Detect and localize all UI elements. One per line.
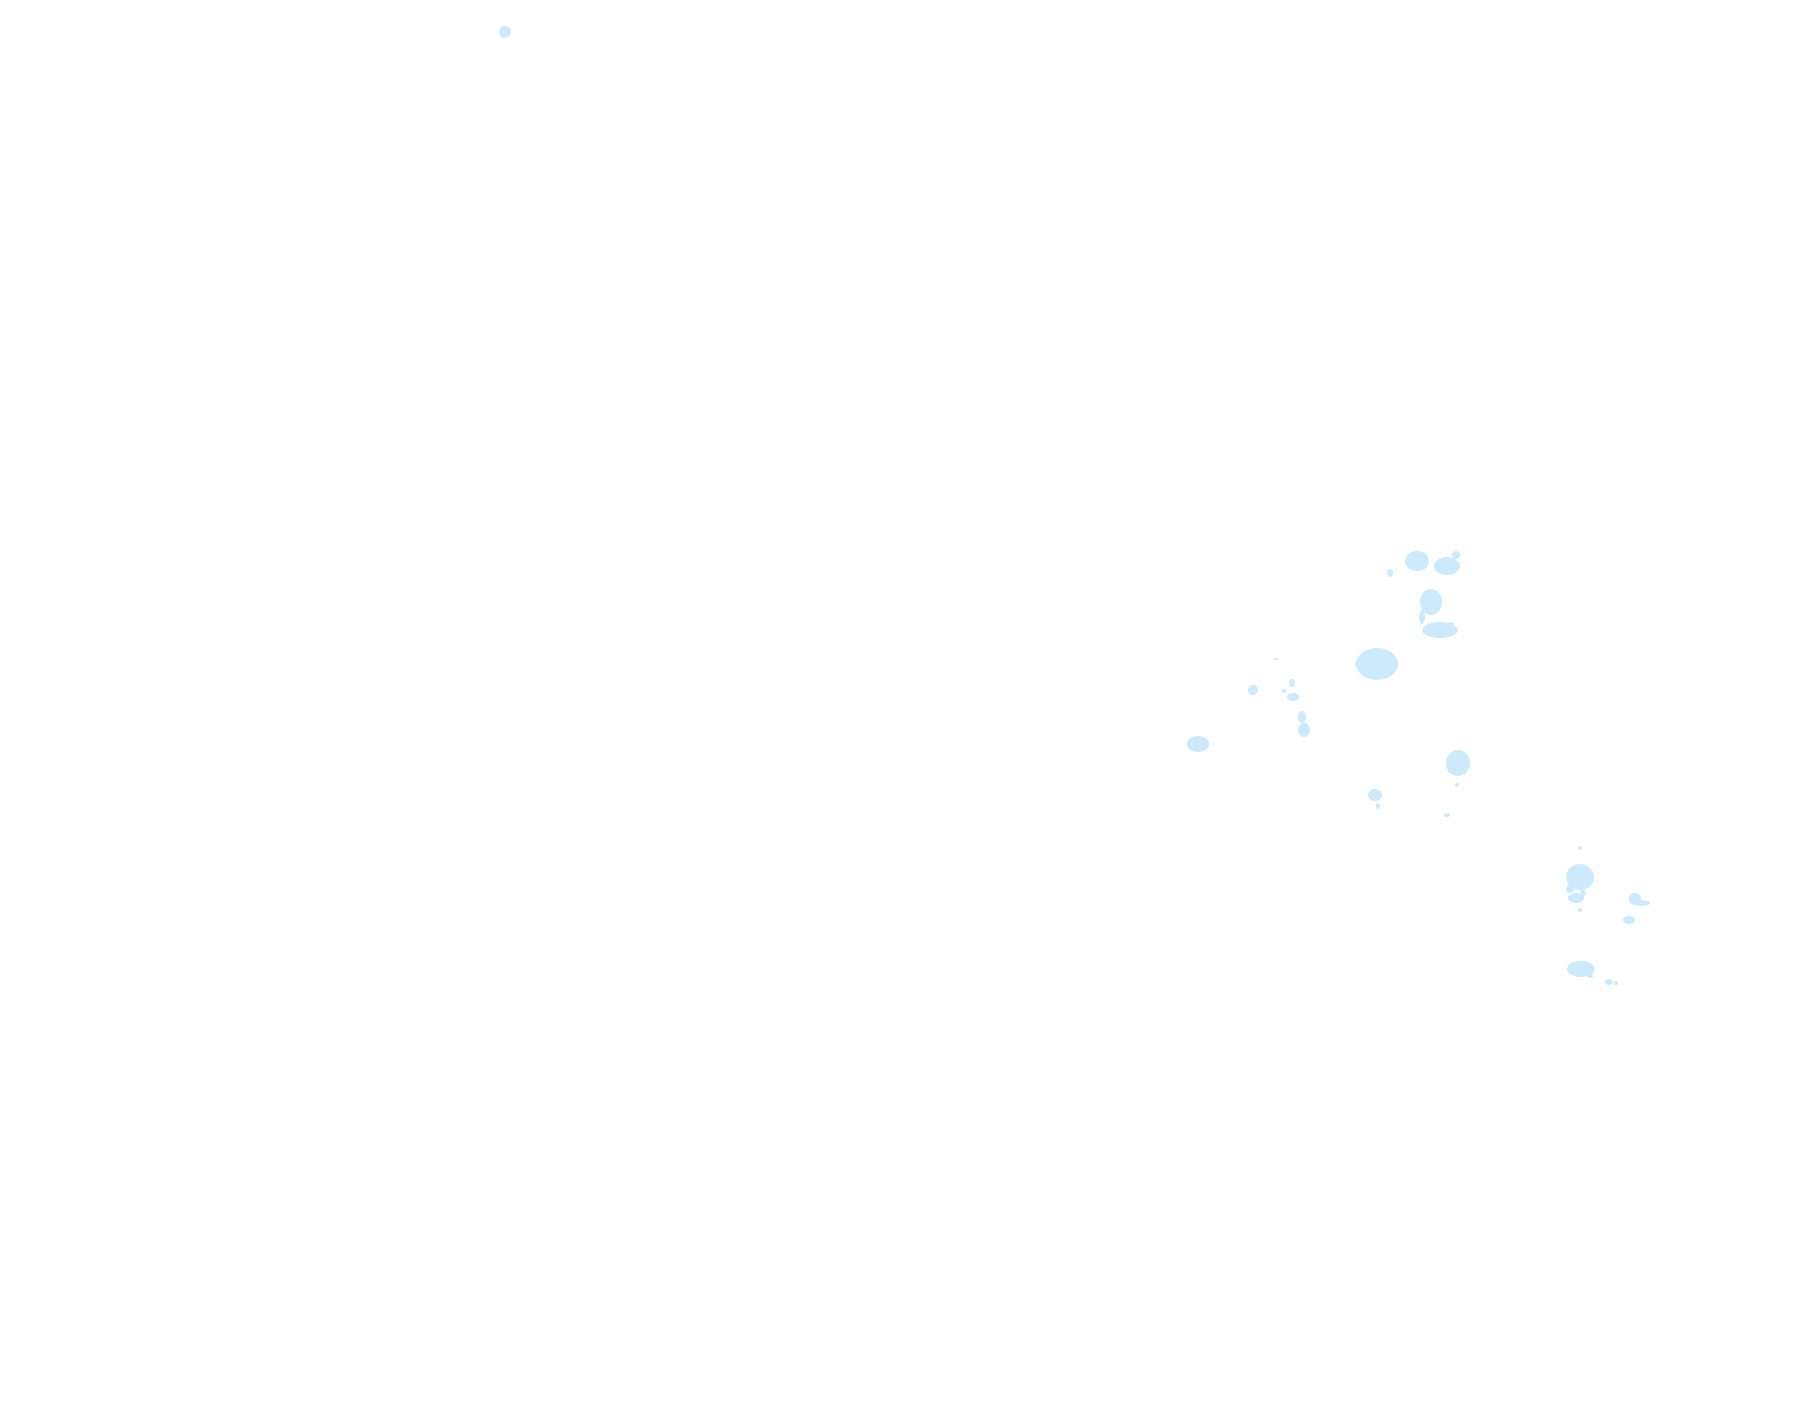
lake xyxy=(1568,893,1584,903)
lake xyxy=(1580,890,1586,896)
lake xyxy=(1434,557,1460,575)
lake xyxy=(1289,679,1295,687)
lake xyxy=(1566,864,1594,890)
lake xyxy=(1623,916,1635,924)
lake xyxy=(1614,981,1618,985)
lake xyxy=(1298,711,1306,723)
lake xyxy=(1578,908,1582,912)
lake xyxy=(1298,723,1310,737)
lake xyxy=(1376,803,1380,809)
lake xyxy=(1287,693,1299,701)
lake xyxy=(1566,885,1574,893)
lake xyxy=(1387,569,1393,577)
lake xyxy=(1248,685,1258,695)
lake xyxy=(1405,551,1429,571)
lake xyxy=(499,26,511,38)
lake xyxy=(1587,974,1593,978)
lake xyxy=(1448,769,1454,773)
lake xyxy=(1578,846,1582,850)
lake xyxy=(1368,789,1382,801)
lake xyxy=(1455,783,1459,787)
lake xyxy=(1282,689,1286,693)
lake xyxy=(1452,551,1460,559)
lake xyxy=(1444,813,1450,817)
lake xyxy=(1356,648,1398,680)
lake xyxy=(1420,589,1442,615)
lake xyxy=(1274,658,1278,660)
lake xyxy=(1419,610,1425,624)
lake xyxy=(1567,961,1595,977)
lake xyxy=(1187,736,1209,752)
lake xyxy=(1447,622,1455,636)
lake xyxy=(1632,900,1650,906)
lake xyxy=(1605,979,1613,985)
lake-layer xyxy=(499,26,1650,985)
lake xyxy=(1355,660,1367,668)
